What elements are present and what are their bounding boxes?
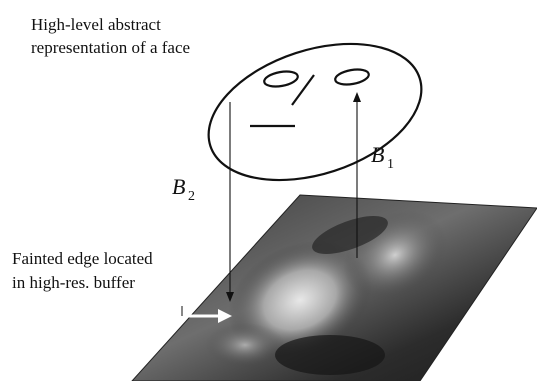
label-b1-sub: 1 — [387, 157, 394, 172]
face-outline — [207, 42, 423, 182]
label-b2-main: B — [172, 174, 185, 199]
label-top: High-level abstract representation of a … — [31, 15, 190, 57]
label-b2-sub: 2 — [188, 189, 195, 204]
label-b1-main: B — [371, 142, 384, 167]
photo-plane — [131, 194, 537, 381]
label-top-line1: High-level abstract — [31, 15, 161, 34]
label-b2: B 2 — [172, 174, 195, 204]
nose — [291, 74, 315, 106]
edge-arrow — [181, 306, 232, 323]
abstract-face — [207, 42, 423, 182]
left-eye — [263, 70, 299, 88]
right-eye — [334, 68, 370, 86]
arrow-b1 — [353, 92, 361, 258]
label-b1: B 1 — [371, 142, 394, 172]
label-bottom-line1: Fainted edge located — [12, 249, 153, 268]
label-bottom-line2: in high-res. buffer — [12, 273, 135, 292]
label-bottom: Fainted edge located in high-res. buffer — [12, 249, 153, 292]
label-top-line2: representation of a face — [31, 38, 190, 57]
arrow-b2 — [226, 102, 234, 302]
